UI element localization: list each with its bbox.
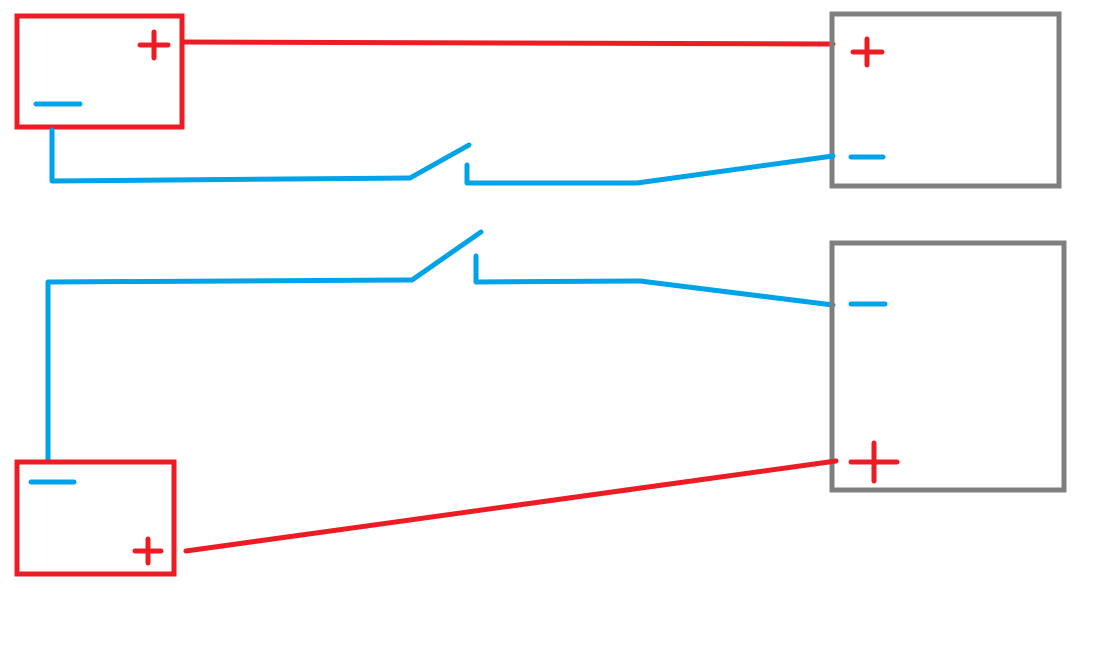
negative-wire-top-right [464, 153, 836, 186]
device-top-right-body [829, 11, 1062, 189]
positive-wire-top [179, 39, 836, 47]
negative-wire-bottom-right [473, 253, 836, 308]
switch-top-lever [407, 142, 472, 181]
negative-wire-top-left [49, 127, 413, 184]
device-bottom-right-body [829, 240, 1067, 493]
battery-bottom-left-body [14, 459, 177, 577]
device-bottom-right [829, 240, 1067, 493]
battery-top-left [14, 13, 185, 130]
plus-terminal-icon [848, 440, 900, 484]
battery-top-left-body [14, 13, 185, 130]
plus-terminal-icon [850, 36, 885, 68]
switch-bottom-lever [409, 229, 484, 283]
plus-terminal-icon [137, 29, 171, 61]
plus-terminal-icon [132, 536, 164, 566]
battery-bottom-left [14, 459, 177, 577]
positive-wire-bottom [183, 458, 839, 554]
device-top-right [829, 11, 1062, 189]
negative-wire-bottom-left [45, 277, 415, 465]
